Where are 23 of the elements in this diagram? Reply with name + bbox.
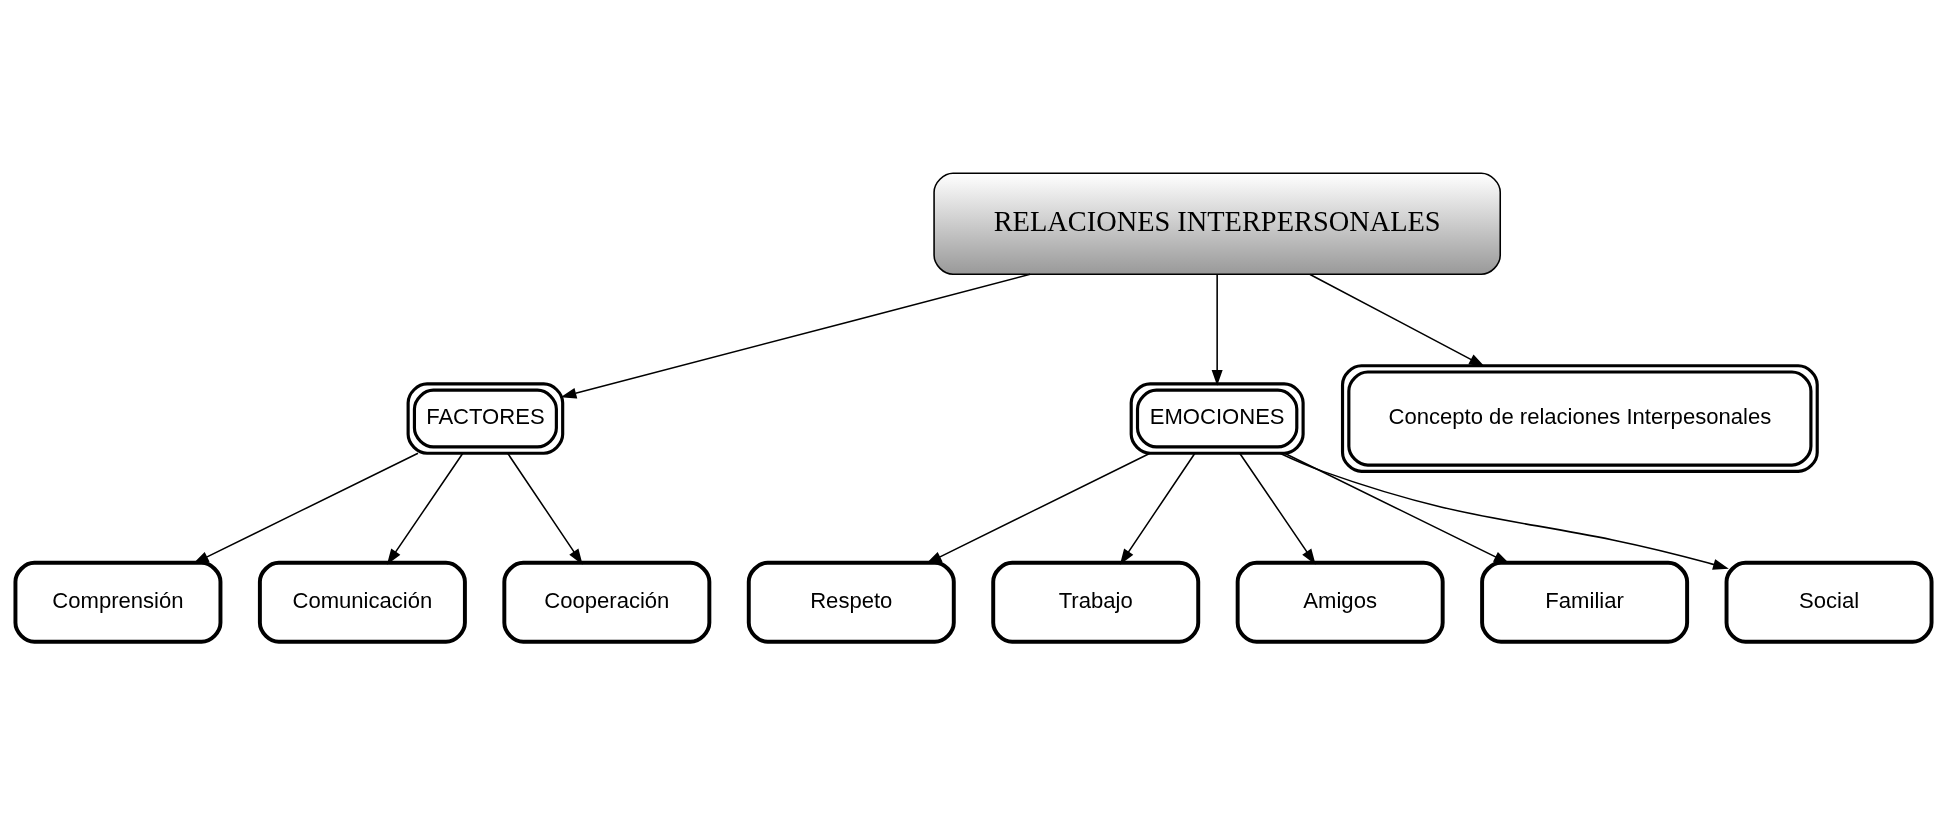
arrow [506, 452, 583, 565]
arrow [1119, 452, 1196, 565]
arrow [1279, 452, 1729, 570]
arrow [925, 452, 1151, 564]
node-box: FACTORES [406, 382, 565, 455]
node-box: Concepto de relaciones Interpesonales [1340, 364, 1819, 473]
node-box: Amigos [1235, 560, 1445, 644]
node-box: Trabajo [991, 560, 1201, 644]
node-box: Respeto [746, 560, 956, 644]
arrow [192, 452, 419, 564]
node-box: Comprensión [13, 560, 223, 644]
node-box: Familiar [1480, 560, 1690, 644]
node-box: Comunicación [257, 560, 467, 644]
arrow [1211, 273, 1223, 386]
node-box: RELACIONES INTERPERSONALES [933, 172, 1501, 276]
node-box: EMOCIONES [1129, 382, 1305, 455]
arrow [1283, 452, 1510, 564]
arrow [1309, 273, 1485, 367]
node-box: Social [1724, 560, 1934, 644]
arrow [560, 273, 1031, 399]
node-box: Cooperación [502, 560, 712, 644]
arrow [1238, 452, 1316, 565]
arrow [386, 452, 464, 565]
